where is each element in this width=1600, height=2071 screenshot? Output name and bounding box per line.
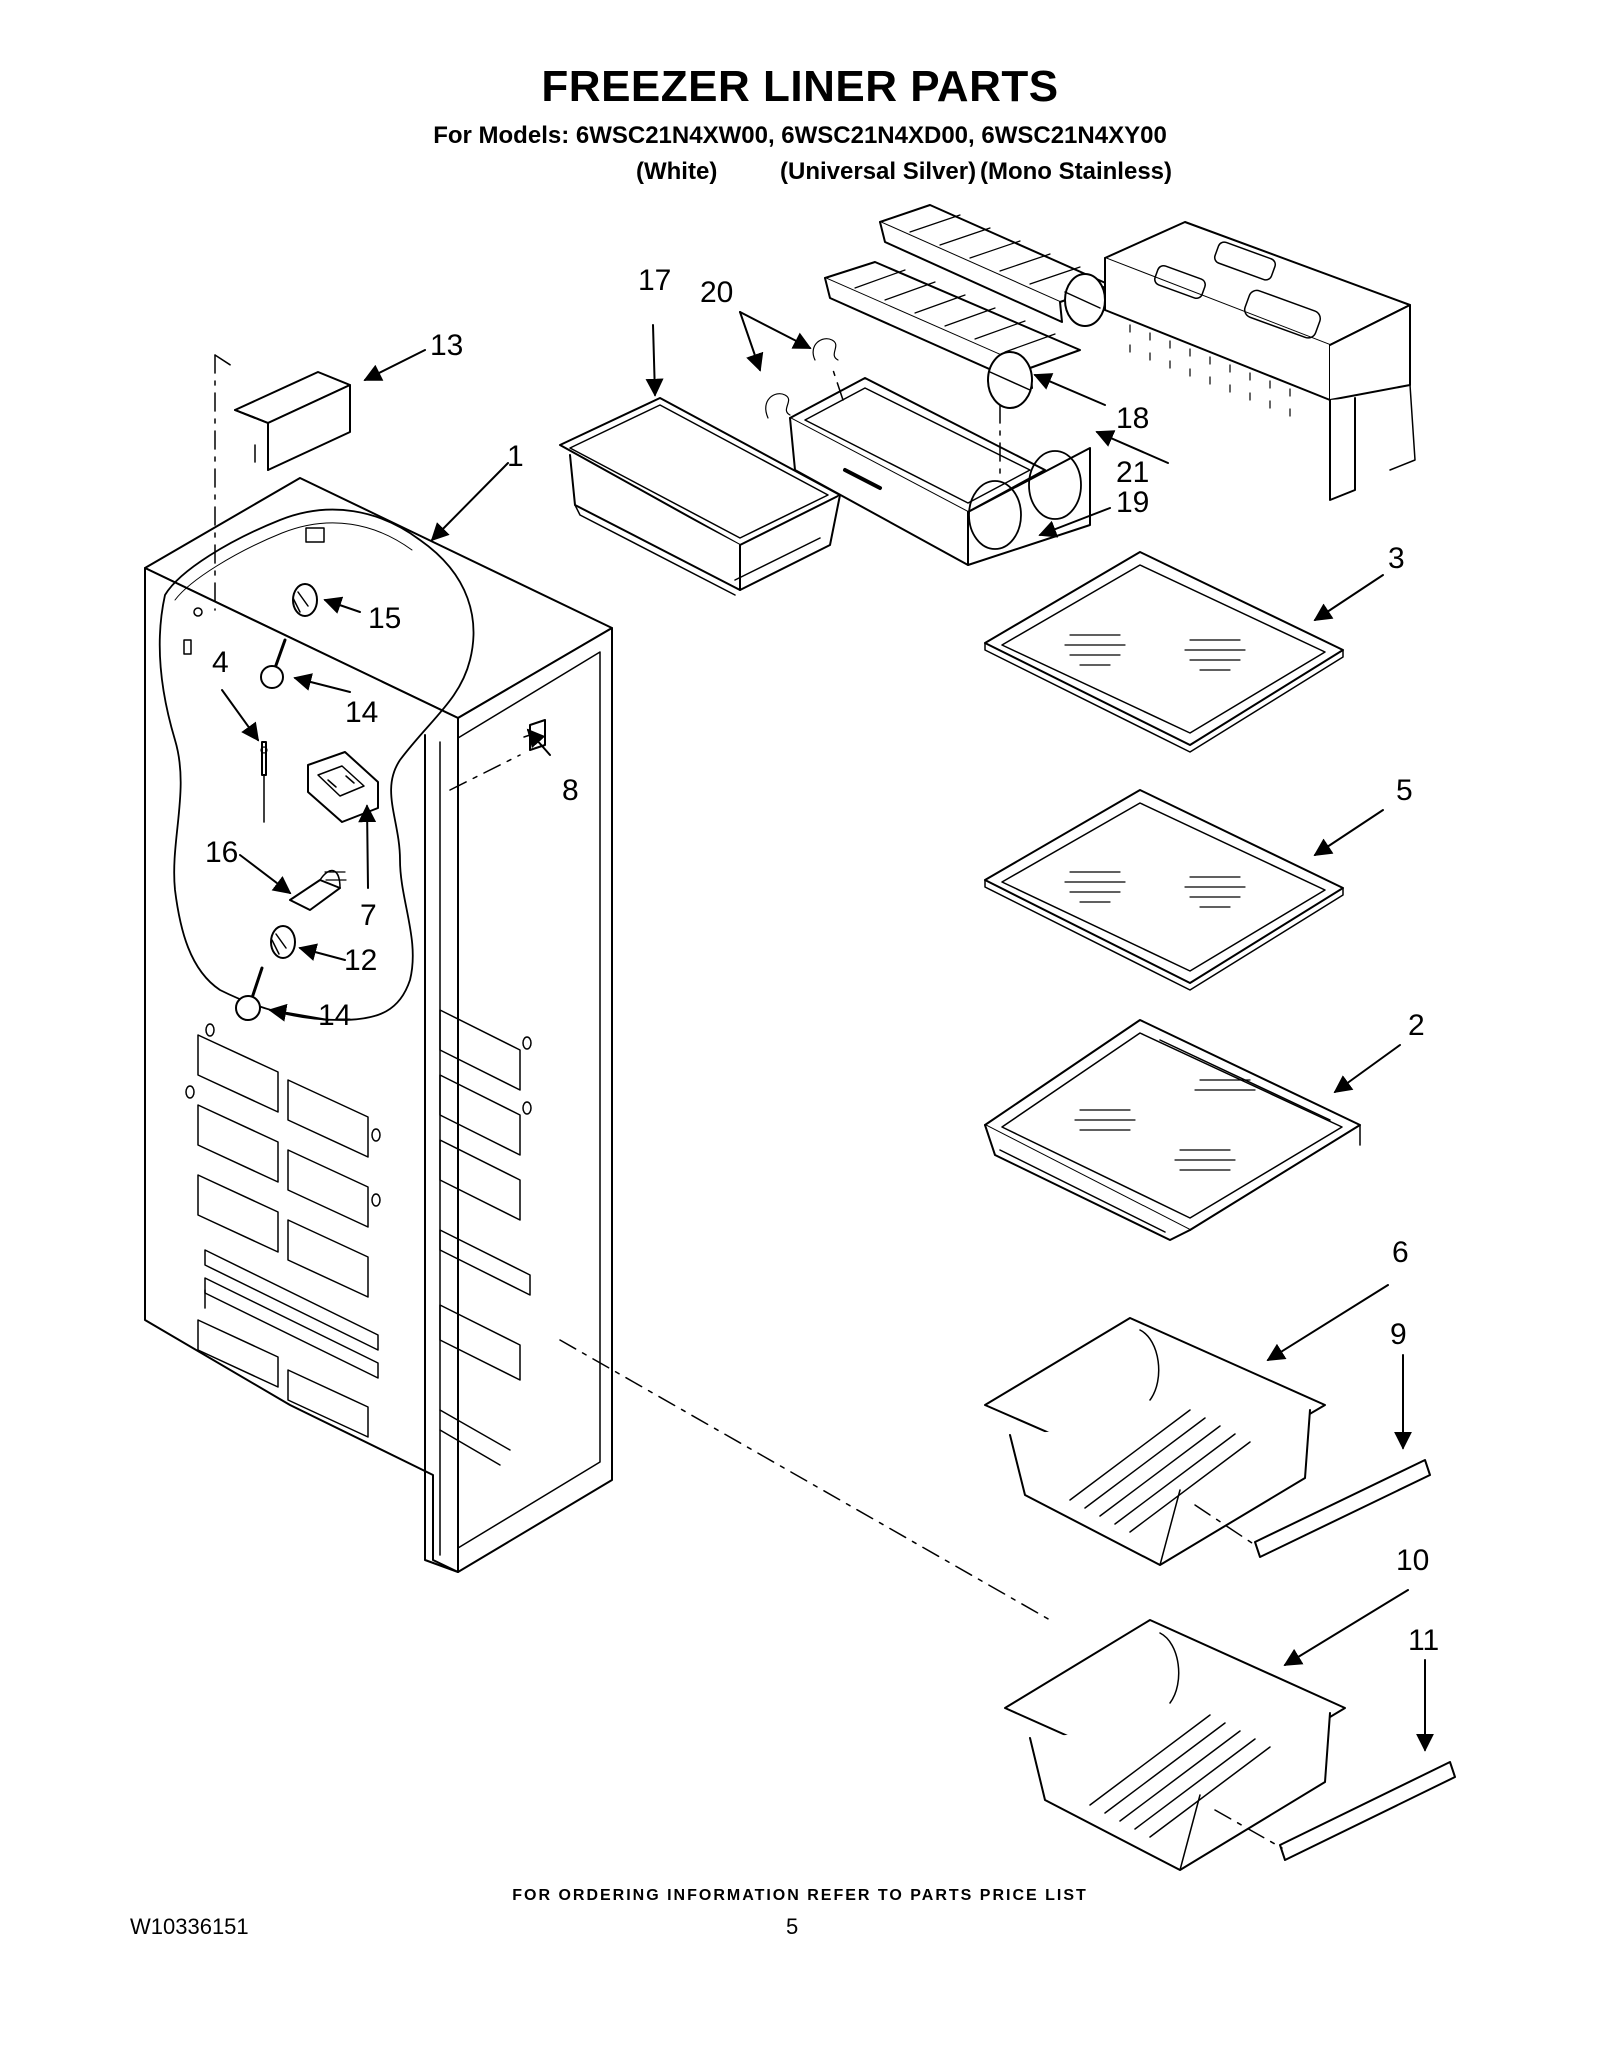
callout-8: 8 [562, 774, 579, 807]
part-15-socket [292, 583, 318, 617]
callout-16: 16 [205, 836, 238, 869]
part-16-bracket [289, 869, 347, 911]
variant-silver: (Universal Silver) [780, 158, 977, 185]
part-17-bin [559, 397, 841, 596]
part-2-shelf [984, 1019, 1361, 1241]
callout-12: 12 [344, 944, 377, 977]
callout-13: 13 [430, 329, 463, 362]
part-6-basket [984, 1317, 1326, 1566]
variant-stainless: (Mono Stainless) [980, 158, 1173, 185]
part-4-sensor [260, 741, 268, 823]
callout-18: 18 [1116, 402, 1149, 435]
document-id: W10336151 [130, 1914, 249, 1939]
page-title: FREEZER LINER PARTS [541, 62, 1059, 111]
callout-17: 17 [638, 264, 671, 297]
callout-20: 20 [700, 276, 733, 309]
callout-4: 4 [212, 646, 229, 679]
models-line: For Models: 6WSC21N4XW00, 6WSC21N4XD00, … [433, 122, 1167, 149]
leader-arrows [221, 311, 1434, 1752]
part-14-bulb-lower [235, 966, 264, 1021]
callout-11: 11 [1408, 1624, 1439, 1657]
part-11-rail [1279, 1761, 1456, 1861]
part-14-bulb-upper [260, 638, 287, 689]
callout-9: 9 [1390, 1318, 1407, 1351]
part-10-basket [1004, 1619, 1346, 1871]
part-12-socket [270, 925, 296, 959]
freezer-liner [144, 477, 613, 1573]
part-19-ice-bucket [789, 377, 1091, 566]
callout-5: 5 [1396, 774, 1413, 807]
callout-10: 10 [1396, 1544, 1429, 1577]
callout-14-upper: 14 [345, 696, 378, 729]
page-number: 5 [786, 1914, 799, 1939]
variant-white: (White) [636, 158, 718, 185]
part-9-rail [1254, 1459, 1431, 1558]
callout-7: 7 [360, 899, 377, 932]
part-20-wires [765, 338, 839, 419]
callout-2: 2 [1408, 1009, 1425, 1042]
callout-14-lower: 14 [318, 999, 351, 1032]
callout-6: 6 [1392, 1236, 1409, 1269]
alignment-lines [214, 354, 1283, 1849]
part-21-housing [1104, 221, 1416, 501]
callout-21: 21 [1116, 456, 1149, 489]
callout-3: 3 [1388, 542, 1405, 575]
part-5-shelf [984, 789, 1344, 991]
part-3-shelf [984, 551, 1344, 753]
callout-19: 19 [1116, 486, 1149, 519]
ordering-note: FOR ORDERING INFORMATION REFER TO PARTS … [512, 1887, 1088, 1904]
callout-1: 1 [507, 440, 524, 473]
part-18-ice-trays [824, 204, 1111, 409]
part-13-cover [234, 371, 351, 471]
callout-15: 15 [368, 602, 401, 635]
